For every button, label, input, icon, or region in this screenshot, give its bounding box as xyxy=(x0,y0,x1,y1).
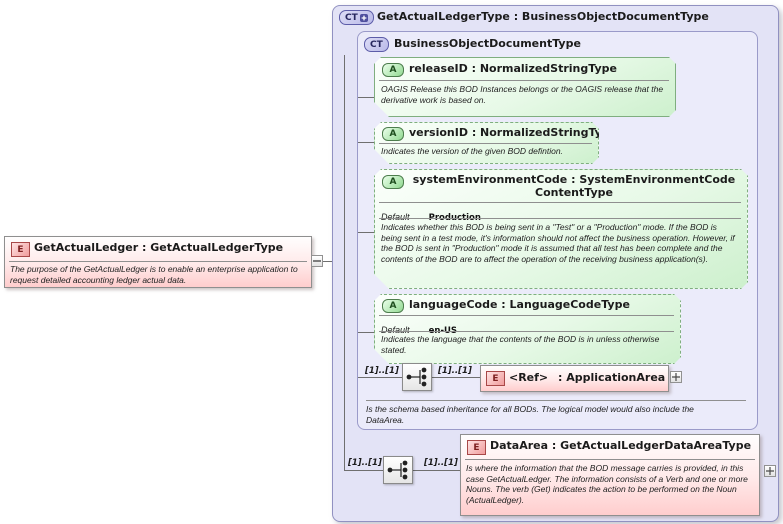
basetype-badge-icon: CT xyxy=(364,37,389,52)
attribute-title: releaseID : NormalizedStringType xyxy=(409,62,617,75)
expand-icon[interactable] xyxy=(670,371,682,383)
attribute-title: languageCode : LanguageCodeType xyxy=(409,298,630,311)
connector-line xyxy=(413,470,460,471)
cardinality-label: [1]..[1] xyxy=(348,458,382,468)
element-description: Is where the information that the BOD me… xyxy=(466,463,748,505)
divider xyxy=(379,218,741,219)
connector-line xyxy=(358,232,374,233)
connector-line xyxy=(358,377,402,378)
element-applicationarea[interactable]: E <Ref> : ApplicationArea xyxy=(480,365,669,392)
basetype-badge-label: CT xyxy=(370,39,383,50)
attribute-badge-icon: A xyxy=(382,299,404,313)
attribute-languagecode[interactable]: A languageCode : LanguageCodeType Defaul… xyxy=(374,294,681,364)
complextype-badge-icon: CT xyxy=(339,10,374,25)
connector-line xyxy=(358,142,374,143)
cardinality-label: [1]..[1] xyxy=(424,458,458,468)
default-label: Default xyxy=(381,212,410,222)
element-title: GetActualLedger : GetActualLedgerType xyxy=(34,241,284,254)
attribute-description: Indicates the language that the contents… xyxy=(381,334,660,355)
attribute-badge-icon: A xyxy=(382,63,404,77)
element-badge-icon: E xyxy=(467,440,486,455)
divider xyxy=(379,315,674,316)
derived-plus-icon xyxy=(359,13,368,22)
element-badge-icon: E xyxy=(486,371,505,386)
attribute-description: Indicates the version of the given BOD d… xyxy=(381,146,563,156)
divider xyxy=(9,261,307,262)
attribute-description: OAGIS Release this BOD Instances belongs… xyxy=(381,84,664,105)
attribute-description: Indicates whether this BOD is being sent… xyxy=(381,222,735,264)
attribute-badge-icon: A xyxy=(382,127,404,141)
divider xyxy=(366,400,746,401)
attribute-badge-icon: A xyxy=(382,175,404,189)
cardinality-label: [1]..[1] xyxy=(365,366,399,376)
element-ref-type: : ApplicationArea xyxy=(558,371,666,384)
cardinality-label: [1]..[1] xyxy=(438,366,472,376)
divider xyxy=(379,331,674,332)
element-description: The purpose of the GetActualLedger is to… xyxy=(10,264,298,285)
element-dataarea[interactable]: E DataArea : GetActualLedgerDataAreaType… xyxy=(460,434,760,516)
attribute-title: versionID : NormalizedStringType xyxy=(409,126,618,139)
element-getactualledger[interactable]: E GetActualLedger : GetActualLedgerType … xyxy=(4,236,312,288)
divider xyxy=(379,80,669,81)
connector-line xyxy=(432,377,480,378)
collapse-icon[interactable] xyxy=(311,255,323,267)
divider xyxy=(379,143,592,144)
attribute-releaseid[interactable]: A releaseID : NormalizedStringType OAGIS… xyxy=(374,57,676,117)
basetype-annotation: Is the schema based inheritance for all … xyxy=(366,404,694,425)
basetype-businessobjectdocumenttype[interactable]: CT BusinessObjectDocumentType A releaseI… xyxy=(357,31,758,430)
element-ref-name: <Ref> xyxy=(509,371,549,384)
divider xyxy=(379,202,741,203)
connector-line xyxy=(344,470,383,471)
divider xyxy=(465,459,755,460)
attribute-systemenvironmentcode[interactable]: A systemEnvironmentCode : SystemEnvironm… xyxy=(374,169,748,289)
basetype-title: BusinessObjectDocumentType xyxy=(394,37,581,50)
complextype-title: GetActualLedgerType : BusinessObjectDocu… xyxy=(377,10,709,23)
connector-line xyxy=(344,55,345,471)
connector-line xyxy=(358,332,374,333)
element-badge-icon: E xyxy=(11,242,30,257)
element-title: DataArea : GetActualLedgerDataAreaType xyxy=(490,439,752,452)
sequence-icon[interactable] xyxy=(383,456,413,484)
attribute-title: systemEnvironmentCode : SystemEnvironmen… xyxy=(412,173,736,199)
attribute-versionid[interactable]: A versionID : NormalizedStringType Indic… xyxy=(374,122,599,164)
default-label: Default xyxy=(381,325,410,335)
complextype-badge-label: CT xyxy=(345,12,358,23)
sequence-icon[interactable] xyxy=(402,363,432,391)
expand-icon[interactable] xyxy=(764,465,776,477)
connector-line xyxy=(358,97,374,98)
